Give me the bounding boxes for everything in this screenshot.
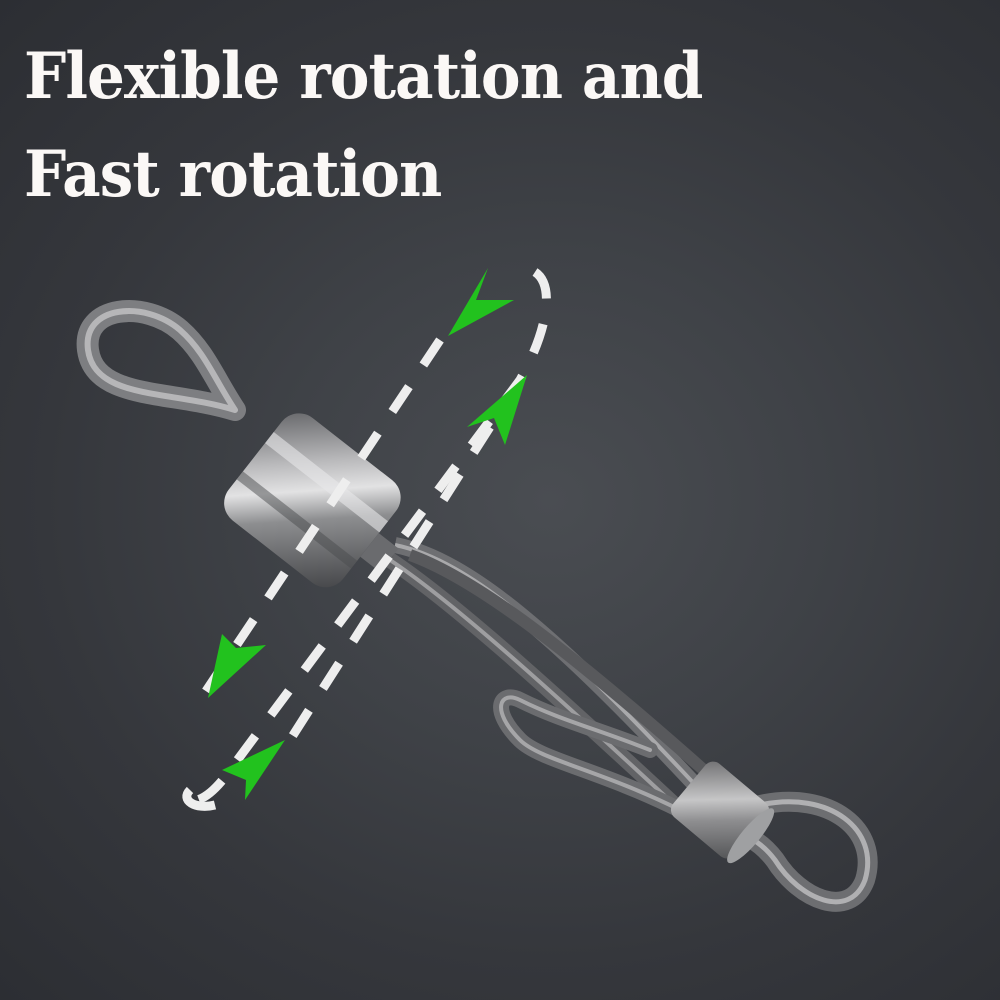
eye-ring: [76, 300, 246, 421]
headline-line-2: Fast rotation: [24, 137, 442, 212]
sliding-sleeve: [670, 761, 775, 864]
arrow-up-right-top-icon: [448, 268, 514, 336]
arrow-up-right-mid-icon: [467, 375, 527, 445]
arrow-bottom-left-icon: [222, 740, 285, 800]
headline-line-1: Flexible rotation and: [24, 39, 703, 114]
wire-snap: [385, 537, 719, 818]
barrel-swivel: [224, 413, 401, 588]
snap-loop: [710, 791, 878, 912]
headline: Flexible rotation and Fast rotation: [24, 28, 703, 224]
rotation-path: [182, 268, 551, 811]
arrow-down-left-icon: [208, 634, 266, 698]
